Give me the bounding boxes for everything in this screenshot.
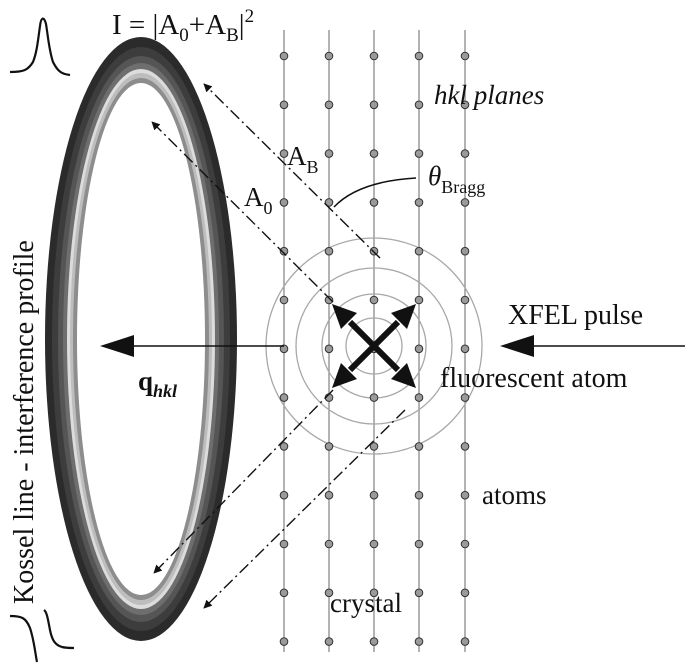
atom-dot xyxy=(414,100,424,110)
intensity-formula: I = |A0+AB|2 xyxy=(112,6,254,46)
atom-dot xyxy=(279,539,289,549)
atom-dot xyxy=(414,539,424,549)
atom-dot xyxy=(279,442,289,451)
atom-dot xyxy=(324,198,334,207)
atom-dot xyxy=(460,295,470,305)
atom-dot xyxy=(369,100,379,110)
atom-dot xyxy=(460,442,470,451)
atom-dot xyxy=(369,51,379,61)
amplitude-a0-label: A0 xyxy=(244,182,273,218)
crystal-label: crystal xyxy=(330,588,402,618)
atom-dot xyxy=(414,295,424,305)
kossel-line-label: Kossel line - interference profile xyxy=(9,240,40,604)
atom-dot xyxy=(369,198,379,207)
atom-dot xyxy=(324,588,334,598)
atom-dot xyxy=(414,51,424,61)
atom-dot xyxy=(369,149,379,158)
xfel-pulse-label: XFEL pulse xyxy=(508,300,643,331)
atom-dot xyxy=(279,51,289,61)
atom-dot xyxy=(279,344,289,354)
atom-dot xyxy=(414,637,424,646)
atom-dot xyxy=(324,100,334,110)
atom-dot xyxy=(279,588,289,598)
atom-dot xyxy=(414,490,424,500)
atom-dot xyxy=(460,588,470,598)
atom-dot xyxy=(369,637,379,646)
ray-ab-top xyxy=(203,83,381,259)
atom-dot xyxy=(324,149,334,158)
ray-a0-top xyxy=(151,121,334,303)
fluorescent-atom-arrowheads xyxy=(332,304,416,388)
hkl-planes-label: hkl planes xyxy=(434,80,544,110)
atom-dot xyxy=(324,344,334,354)
atom-dot xyxy=(324,637,334,646)
fluorescent-atom-label: fluorescent atom xyxy=(440,363,628,394)
atom-dot xyxy=(460,149,470,158)
atom-dot xyxy=(279,246,289,256)
atom-dot xyxy=(414,588,424,598)
theta-bragg-leader xyxy=(333,177,417,208)
atom-dot xyxy=(414,442,424,451)
atom-dot xyxy=(369,393,379,402)
atom-dot xyxy=(279,149,289,158)
atom-dot xyxy=(460,51,470,61)
atom-dot xyxy=(279,295,289,305)
diffraction-rays xyxy=(151,83,406,609)
xfel-pulse-arrow xyxy=(500,335,685,357)
lattice-planes xyxy=(283,30,466,652)
atom-dot xyxy=(460,539,470,549)
ray-ab-bottom xyxy=(203,409,406,609)
atom-dot xyxy=(460,246,470,256)
atom-dot xyxy=(324,51,334,61)
atom-dot xyxy=(369,539,379,549)
interference-profile-top xyxy=(9,17,71,77)
atom-dot xyxy=(460,637,470,646)
atom-dot xyxy=(324,295,334,305)
atom-dot xyxy=(324,539,334,549)
atom-dot xyxy=(414,198,424,207)
atom-dot xyxy=(460,490,470,500)
atom-dot xyxy=(369,442,379,451)
atom-dot xyxy=(324,442,334,451)
atom-dot xyxy=(414,246,424,256)
atom-dot xyxy=(279,637,289,646)
atom-dot xyxy=(460,393,470,402)
atom-dot xyxy=(414,393,424,402)
ray-a0-bottom xyxy=(153,389,334,574)
atom-dot xyxy=(279,100,289,110)
q-hkl-arrow xyxy=(100,335,284,357)
fluorescent-atom-arrows xyxy=(347,319,401,373)
atom-dot xyxy=(324,246,334,256)
atom-dot xyxy=(279,393,289,402)
atom-dot xyxy=(369,295,379,305)
theta-bragg-label: θBragg xyxy=(428,161,485,197)
atom-dot xyxy=(460,344,470,354)
atom-dot xyxy=(369,588,379,598)
interference-profile-bottom xyxy=(9,609,75,663)
atom-dot xyxy=(414,344,424,354)
atom-dot xyxy=(369,490,379,500)
atom-dot xyxy=(414,149,424,158)
amplitude-ab-label: AB xyxy=(287,141,319,177)
atom-dot xyxy=(324,490,334,500)
atom-dot xyxy=(279,490,289,500)
atoms-label: atoms xyxy=(482,480,547,510)
atom-dot xyxy=(460,100,470,110)
atom-dot xyxy=(460,198,470,207)
atom-dot xyxy=(279,198,289,207)
q-hkl-label: qhkl xyxy=(138,366,177,401)
kossel-ring xyxy=(45,37,237,641)
